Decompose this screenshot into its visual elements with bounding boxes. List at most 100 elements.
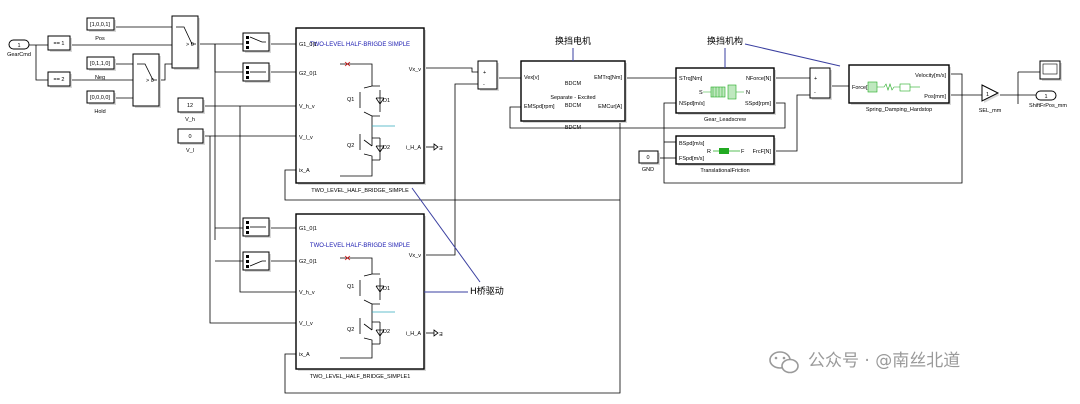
friction-icon — [713, 148, 740, 154]
svg-text:0: 0 — [188, 134, 191, 140]
svg-text:换挡电机: 换挡电机 — [555, 35, 591, 47]
spring-damping-hardstop-block[interactable]: Force[N] Velocity[m/s] Pos[mm] Spring_Da… — [848, 64, 951, 113]
shiftfrpos-outport[interactable]: 1 ShiftFrPos_mm — [1029, 90, 1067, 109]
svg-text:Pos: Pos — [95, 36, 105, 42]
svg-text:+: + — [814, 76, 817, 82]
svg-text:BDCM: BDCM — [565, 103, 582, 109]
svg-text:EMCur[A]: EMCur[A] — [598, 104, 622, 110]
svg-text:1: 1 — [17, 43, 20, 49]
wechat-icon — [769, 351, 799, 374]
upper-switch[interactable]: > 0 — [171, 15, 200, 70]
svg-text:> 0: > 0 — [146, 78, 154, 84]
svg-text:i_H_A: i_H_A — [406, 145, 421, 151]
svg-text:V_l_v: V_l_v — [299, 135, 313, 141]
svg-text:V_h: V_h — [185, 117, 195, 123]
svg-text:BDCM: BDCM — [565, 81, 582, 87]
svg-text:BDCM: BDCM — [565, 125, 582, 131]
gnd-constant[interactable]: 0 GND — [638, 150, 660, 173]
svg-text:Velocity[m/s]: Velocity[m/s] — [915, 73, 946, 79]
annotation-motor: 换挡电机 — [555, 35, 591, 61]
mass-spring-icon — [867, 81, 920, 93]
svg-text:Vex[v]: Vex[v] — [524, 75, 539, 81]
svg-text:H桥驱动: H桥驱动 — [470, 285, 504, 297]
svg-text:Neg: Neg — [95, 75, 105, 81]
svg-text:NForce[N]: NForce[N] — [746, 76, 772, 82]
gear-leadscrew-block[interactable]: STrq[Nm] NSpd[m/s] NForce[N] SSpd[rpm] S… — [675, 67, 776, 123]
scope-block[interactable] — [1039, 60, 1062, 81]
svg-text:SSpd[rpm]: SSpd[rpm] — [745, 101, 771, 107]
svg-text:TWO_LEVEL_HALF_BRIDGE_SIMPLE: TWO_LEVEL_HALF_BRIDGE_SIMPLE — [311, 188, 409, 194]
svg-text:Q1: Q1 — [347, 97, 354, 103]
leadscrew-icon — [703, 84, 744, 100]
svg-text:[1,0,0,1]: [1,0,0,1] — [90, 22, 110, 28]
svg-text:TWO_LEVEL_HALF_BRIDGE_SIMPLE1: TWO_LEVEL_HALF_BRIDGE_SIMPLE1 — [310, 374, 411, 380]
svg-text:== 2: == 2 — [53, 77, 64, 83]
sel-mm-gain[interactable]: 1 SEL_mm — [979, 84, 1002, 114]
svg-text:V_l_v: V_l_v — [299, 321, 313, 327]
svg-text:ix_A: ix_A — [299, 168, 310, 174]
svg-text:NSpd[m/s]: NSpd[m/s] — [679, 101, 705, 107]
svg-text:Pos[mm]: Pos[mm] — [924, 94, 946, 100]
svg-text:EMTrq[Nm]: EMTrq[Nm] — [594, 75, 622, 81]
svg-text:R: R — [707, 149, 711, 155]
svg-text:> 0: > 0 — [186, 42, 194, 48]
svg-text:D2: D2 — [383, 329, 390, 335]
selector-g1-bottom[interactable] — [242, 217, 271, 238]
svg-text:[0,1,1,0]: [0,1,1,0] — [90, 61, 110, 67]
svg-text:Separate - Excited: Separate - Excited — [550, 95, 595, 101]
sum-block-1[interactable]: + - — [477, 60, 499, 91]
hold-constant[interactable]: [0,0,0,0] Hold — [86, 90, 116, 115]
igbt-circuit-1 — [340, 63, 395, 177]
svg-text:N: N — [746, 90, 750, 96]
selector-g2-top[interactable] — [242, 62, 271, 83]
terminator-2[interactable]: Ǝ — [433, 329, 443, 338]
svg-text:ix_A: ix_A — [299, 352, 310, 358]
translational-friction-block[interactable]: BSpd[m/s] FSpd[m/s] FrcF[N] R F Translat… — [675, 135, 776, 174]
svg-text:Q2: Q2 — [347, 143, 354, 149]
svg-text:G2_0|1: G2_0|1 — [299, 71, 317, 77]
svg-text:BSpd[m/s]: BSpd[m/s] — [679, 141, 705, 147]
gearcmd-inport[interactable]: 1 GearCmd — [7, 39, 31, 58]
compare-eq2-block[interactable]: == 2 — [47, 71, 72, 88]
terminator-1[interactable]: Ǝ — [433, 143, 443, 152]
svg-text:-: - — [483, 82, 485, 88]
bdcm-block[interactable]: Vex[v] EMSpd[rpm] EMTrq[Nm] EMCur[A] BDC… — [520, 60, 627, 131]
hbridge-block-2[interactable]: TWO-LEVEL HALF-BRIGDE SIMPLE G1_0|1 G2_0… — [295, 213, 426, 380]
vl-constant[interactable]: 0 V_l — [177, 128, 205, 154]
svg-text:FrcF[N]: FrcF[N] — [753, 149, 772, 155]
svg-text:TWO-LEVEL HALF-BRIGDE SIMPLE: TWO-LEVEL HALF-BRIGDE SIMPLE — [310, 243, 410, 249]
svg-text:Hold: Hold — [94, 109, 105, 115]
svg-text:1: 1 — [986, 92, 989, 98]
svg-text:== 1: == 1 — [53, 41, 64, 47]
watermark: 公众号 · @南丝北道 — [769, 351, 960, 374]
svg-text:[0,0,0,0]: [0,0,0,0] — [90, 95, 110, 101]
svg-text:V_h_v: V_h_v — [299, 290, 315, 296]
hbridge-block-1[interactable]: TWO-LEVEL HALF-BRIGDE SIMPLE G1_0|1 G2_0… — [295, 27, 426, 194]
pos-constant[interactable]: [1,0,0,1] Pos — [86, 17, 116, 42]
compare-eq1-block[interactable]: == 1 — [47, 35, 72, 52]
svg-text:TranslationalFriction: TranslationalFriction — [700, 168, 749, 174]
svg-text:D2: D2 — [383, 145, 390, 151]
svg-text:V_h_v: V_h_v — [299, 104, 315, 110]
svg-text:EMSpd[rpm]: EMSpd[rpm] — [524, 104, 555, 110]
sum-block-2[interactable]: + - — [809, 67, 832, 100]
svg-text:D1: D1 — [383, 286, 390, 292]
svg-text:Q2: Q2 — [347, 327, 354, 333]
svg-text:+: + — [483, 70, 486, 76]
svg-text:GND: GND — [642, 167, 654, 173]
neg-constant[interactable]: [0,1,1,0] Neg — [86, 56, 116, 81]
svg-text:Q1: Q1 — [347, 284, 354, 290]
annotation-hbridge: H桥驱动 — [411, 187, 504, 297]
selector-g1-top[interactable] — [242, 32, 271, 53]
lower-switch[interactable]: > 0 — [132, 53, 161, 108]
svg-text:换挡机构: 换挡机构 — [707, 35, 743, 47]
svg-text:Ǝ: Ǝ — [439, 332, 443, 338]
svg-text:Ǝ: Ǝ — [439, 146, 443, 152]
svg-text:SEL_mm: SEL_mm — [979, 108, 1002, 114]
svg-text:公众号 · @南丝北道: 公众号 · @南丝北道 — [808, 351, 960, 371]
vh-constant[interactable]: 12 V_h — [177, 97, 205, 123]
svg-text:G1_0|1: G1_0|1 — [299, 42, 317, 48]
selector-g2-bottom[interactable] — [242, 251, 271, 272]
svg-text:Force[N]: Force[N] — [852, 85, 874, 91]
